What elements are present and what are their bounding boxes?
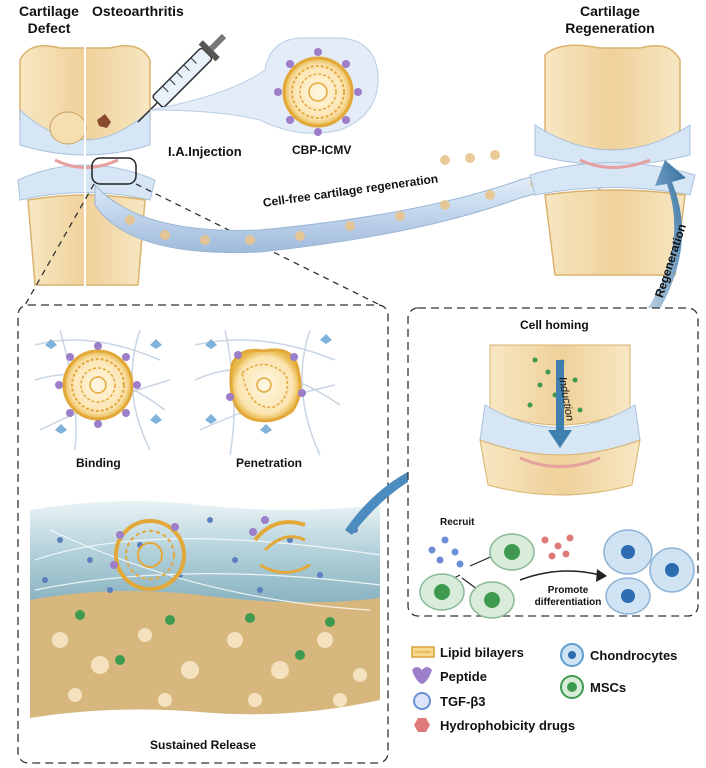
cell-homing-label: Cell homing [520, 318, 589, 332]
legend-msc-label: MSCs [590, 680, 627, 695]
legend-chondrocyte-icon [560, 643, 584, 667]
cartilage-regeneration-label: Cartilage Regeneration [565, 3, 655, 36]
delivery-conduit [94, 168, 601, 254]
legend-msc-icon [560, 675, 584, 699]
legend-peptide-label: Peptide [440, 669, 487, 684]
promote-differentiation-label: Promote differentiation [534, 585, 602, 608]
legend-drug-icon [414, 718, 430, 732]
osteoarthritis-label: Osteoarthritis [92, 3, 184, 19]
legend-drug-label: Hydrophobicity drugs [440, 718, 576, 733]
cell-homing-joint [479, 344, 641, 496]
cbp-icmv-vesicle [274, 48, 362, 136]
sustained-release-label: Sustained Release [150, 738, 257, 752]
recruit-differentiation [419, 529, 695, 619]
legend-chondrocyte-label: Chondrocytes [590, 648, 678, 663]
legend-tgf-icon [413, 692, 431, 710]
syringe-icon [137, 33, 227, 123]
regeneration-arrow [640, 160, 686, 325]
right-knee-joint [529, 44, 696, 276]
binding-label: Binding [76, 456, 121, 470]
legend-lipid-label: Lipid bilayers [440, 645, 524, 660]
legend-peptide-icon [412, 667, 432, 684]
penetration-label: Penetration [236, 456, 303, 470]
injection-label: I.A.Injection [168, 144, 242, 159]
legend-lipid-icon [411, 646, 435, 658]
legend-tgf-label: TGF-β3 [440, 694, 486, 709]
vesicle-label: CBP-ICMV [292, 143, 352, 157]
cartilage-defect-label: Cartilage Defect [19, 3, 79, 36]
sustained-release-tissue [30, 501, 381, 718]
left-knee-joint [17, 45, 156, 290]
recruit-label: Recruit [440, 517, 475, 528]
binding-illustration [34, 329, 171, 451]
penetration-illustration [194, 329, 341, 456]
